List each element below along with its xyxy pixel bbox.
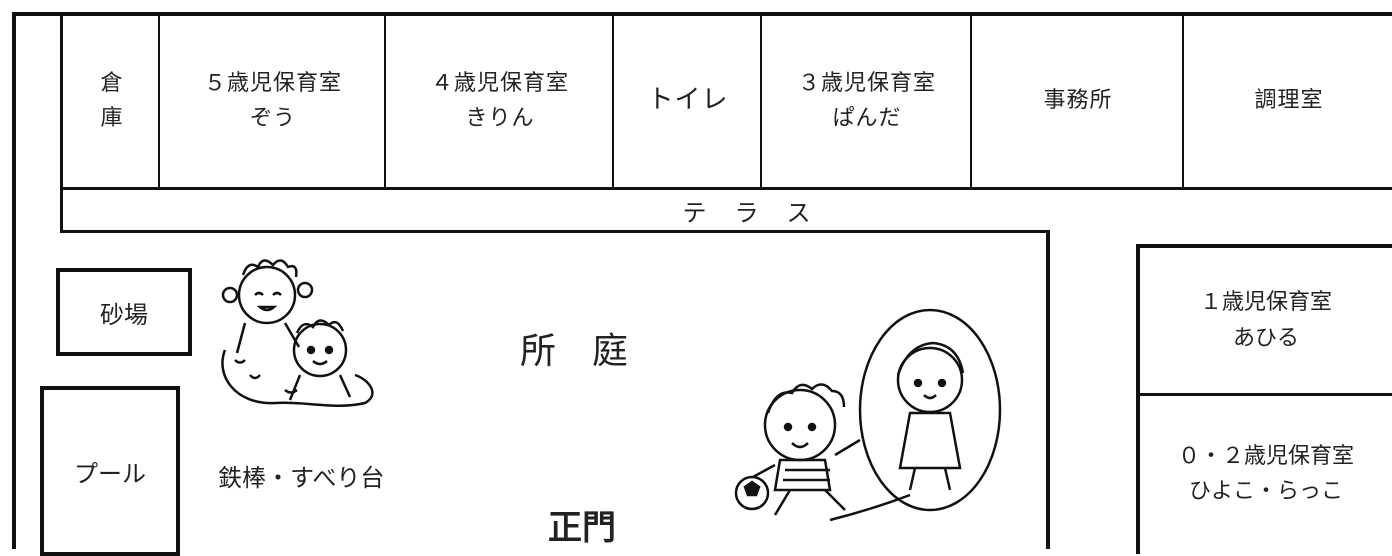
room-toilet: トイレ [612, 12, 762, 190]
room-0-2yr-hiyoko-rakko: ０・２歳児保育室 ひよこ・らっこ [1140, 399, 1392, 549]
room-0-2yr-name: ひよこ・らっこ [1188, 479, 1343, 504]
infant-rooms-block [1136, 244, 1392, 554]
kids-sandbox-illustration [221, 259, 374, 407]
room-office: 事務所 [970, 12, 1184, 190]
room-5yr-title: ５歳児保育室 [203, 70, 342, 96]
room-3yr-panda: ３歳児保育室 ぱんだ [760, 12, 972, 190]
room-toilet-label: トイレ [647, 85, 729, 116]
room-5yr-zou: ５歳児保育室 ぞう [158, 12, 386, 190]
main-gate-label: 正門 [548, 508, 616, 548]
room-1yr-title: １歳児保育室 [1199, 290, 1332, 316]
room-kitchen-label: 調理室 [1254, 88, 1324, 114]
terrace: テ ラ ス [60, 190, 1392, 230]
outer-wall-left [12, 12, 16, 549]
room-4yr-name: きりん [465, 106, 535, 131]
room-5yr-name: ぞう [249, 106, 296, 131]
pool-label: プール [74, 459, 146, 488]
room-1yr-ahiru: １歳児保育室 あひる [1140, 248, 1392, 396]
terrace-bottom-line [60, 230, 1050, 233]
sandbox-label: 砂場 [100, 300, 148, 329]
room-3yr-title: ３歳児保育室 [797, 70, 936, 96]
terrace-label: テ ラ ス [682, 198, 813, 227]
courtyard-label: 所 庭 [520, 331, 629, 372]
courtyard-right-wall [1046, 230, 1050, 549]
pool: プール [40, 386, 180, 556]
kids-playing-illustration [734, 308, 1002, 522]
outer-wall-top [12, 12, 1392, 16]
room-3yr-name: ぱんだ [832, 106, 902, 131]
room-storage: 倉 庫 [60, 12, 161, 190]
sandbox: 砂場 [56, 268, 192, 356]
room-kitchen: 調理室 [1182, 12, 1392, 190]
room-1yr-name: あひる [1232, 325, 1299, 351]
room-4yr-title: ４歳児保育室 [430, 70, 569, 96]
room-storage-line2: 庫 [100, 106, 124, 131]
room-0-2yr-title: ０・２歳児保育室 [1177, 443, 1354, 469]
bars-slide-label: 鉄棒・すべり台 [218, 464, 385, 492]
room-office-label: 事務所 [1043, 88, 1113, 114]
room-4yr-kirin: ４歳児保育室 きりん [384, 12, 614, 190]
room-storage-line1: 倉 [100, 70, 124, 96]
